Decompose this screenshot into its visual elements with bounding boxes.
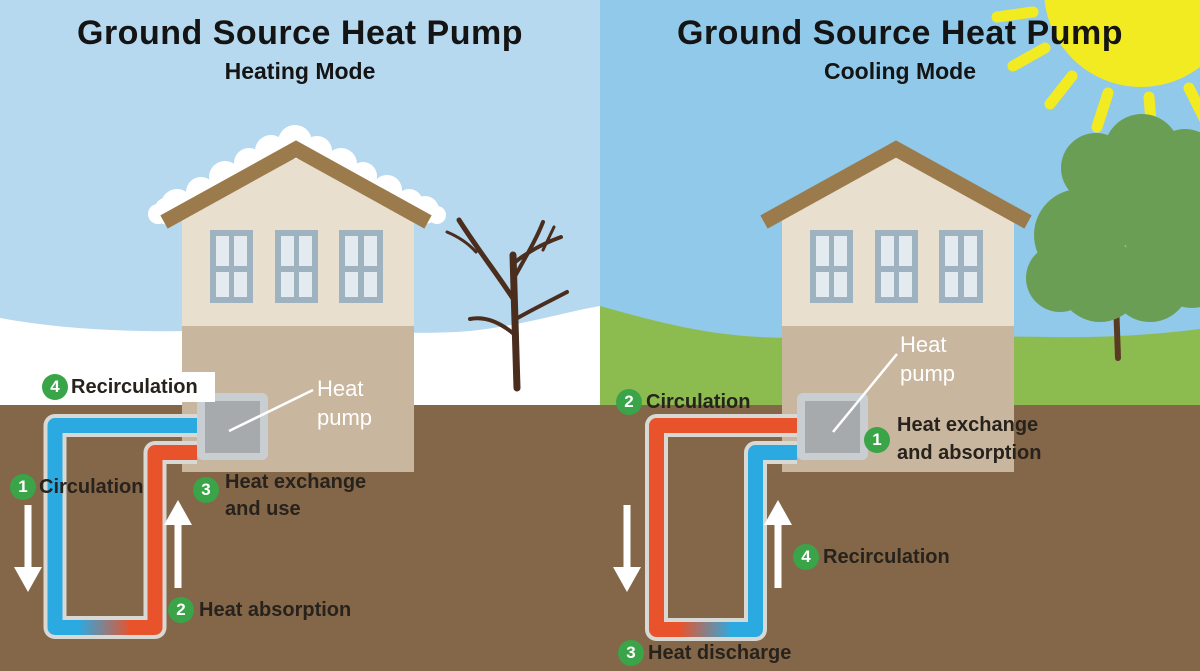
- window: [875, 230, 918, 303]
- roof-trim: [760, 140, 1032, 229]
- step-badge-3: 3: [618, 640, 644, 666]
- ground-loop-cooling: [645, 414, 797, 641]
- warm-pipe: [649, 418, 797, 637]
- step-badge-2: 2: [168, 597, 194, 623]
- window: [275, 230, 318, 303]
- house-heating: [148, 125, 446, 472]
- step-label-heat-exchange-absorption: Heat exchange and absorption: [897, 414, 1042, 464]
- step-badge-4: 4: [42, 374, 68, 400]
- down-arrow-icon: [14, 505, 42, 592]
- step-label-recirculation: Recirculation: [71, 376, 198, 398]
- step-badge-1: 1: [864, 427, 890, 453]
- heat-pump-unit-heating: [197, 393, 268, 460]
- cooling-panel-subtitle: Cooling Mode: [823, 58, 977, 84]
- cooling-panel: [600, 0, 1200, 671]
- down-arrow-icon: [613, 505, 641, 592]
- step-label-heat-discharge: Heat discharge: [648, 642, 792, 664]
- step-badge-4: 4: [793, 544, 819, 570]
- step-label-recirculation: Recirculation: [823, 546, 950, 568]
- window: [810, 230, 853, 303]
- cold-pipe: [729, 445, 797, 637]
- step-label-circulation: Circulation: [646, 391, 751, 413]
- flow-arrows-cooling: [613, 500, 792, 592]
- bare-tree-icon: [445, 217, 569, 392]
- heating-panel-title: Ground Source Heat Pump: [77, 14, 523, 52]
- step-badge-2: 2: [616, 389, 642, 415]
- windows-heating: [210, 230, 383, 303]
- window: [339, 230, 383, 303]
- heat-pump-pointer-line: [832, 353, 898, 433]
- up-arrow-icon: [164, 500, 192, 588]
- window: [939, 230, 983, 303]
- step-badge-1: 1: [10, 474, 36, 500]
- label-backdrop: [95, 372, 215, 402]
- warm-pipe: [128, 445, 197, 635]
- flow-arrows-heating: [14, 500, 192, 592]
- step-label-circulation: Circulation: [39, 476, 144, 498]
- step-badge-3: 3: [193, 477, 219, 503]
- cooling-panel-title: Ground Source Heat Pump: [677, 14, 1123, 52]
- cold-pipe: [47, 418, 197, 635]
- heat-pump-label-heating: Heat pump: [317, 376, 373, 430]
- gable: [782, 151, 1012, 216]
- up-arrow-icon: [764, 500, 792, 588]
- step-label-heat-exchange-use: Heat exchange and use: [225, 471, 367, 520]
- window: [210, 230, 253, 303]
- ground-loop-heating: [43, 414, 197, 639]
- heating-panel-subtitle: Heating Mode: [224, 58, 376, 84]
- heat-pump-pointer-line: [228, 388, 314, 433]
- windows-cooling: [810, 230, 983, 303]
- step-label-heat-absorption: Heat absorption: [199, 599, 352, 621]
- leafy-tree-icon: [1026, 114, 1200, 361]
- gable: [182, 151, 412, 216]
- heating-panel: [0, 0, 600, 671]
- roof-trim: [160, 140, 432, 229]
- heat-pump-label-cooling: Heat pump: [900, 332, 956, 386]
